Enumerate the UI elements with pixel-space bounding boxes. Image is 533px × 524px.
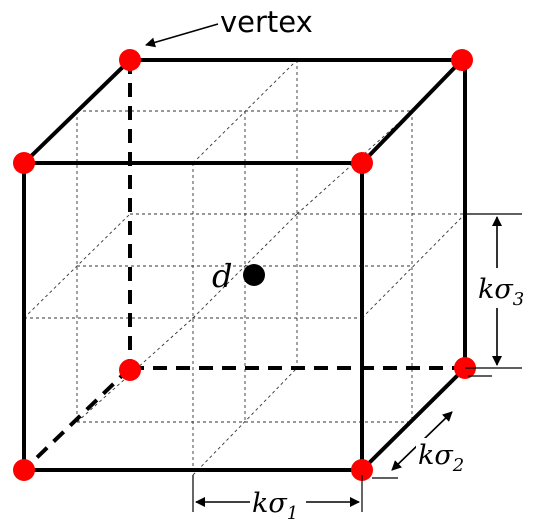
hidden-edges <box>22 60 465 472</box>
vertices <box>13 49 476 481</box>
center-point <box>243 264 265 286</box>
vertex-back-top-right <box>451 49 473 71</box>
dim-z-label: kσ3 <box>478 274 524 310</box>
vertex-label: vertex <box>220 5 313 39</box>
vertex-front-top-left <box>13 152 35 174</box>
dim-y-label: kσ2 <box>418 440 464 476</box>
center-label: d <box>212 257 232 295</box>
vertex-front-bottom-right <box>351 459 373 481</box>
vertex-front-top-right <box>351 152 373 174</box>
vertex-back-top-left <box>119 49 141 71</box>
dim-x-label: kσ1 <box>252 488 298 524</box>
vertex-front-bottom-left <box>13 459 35 481</box>
vertex-back-bottom-left <box>119 359 141 381</box>
arrow-icon <box>145 23 219 48</box>
internal-grid <box>23 59 466 476</box>
